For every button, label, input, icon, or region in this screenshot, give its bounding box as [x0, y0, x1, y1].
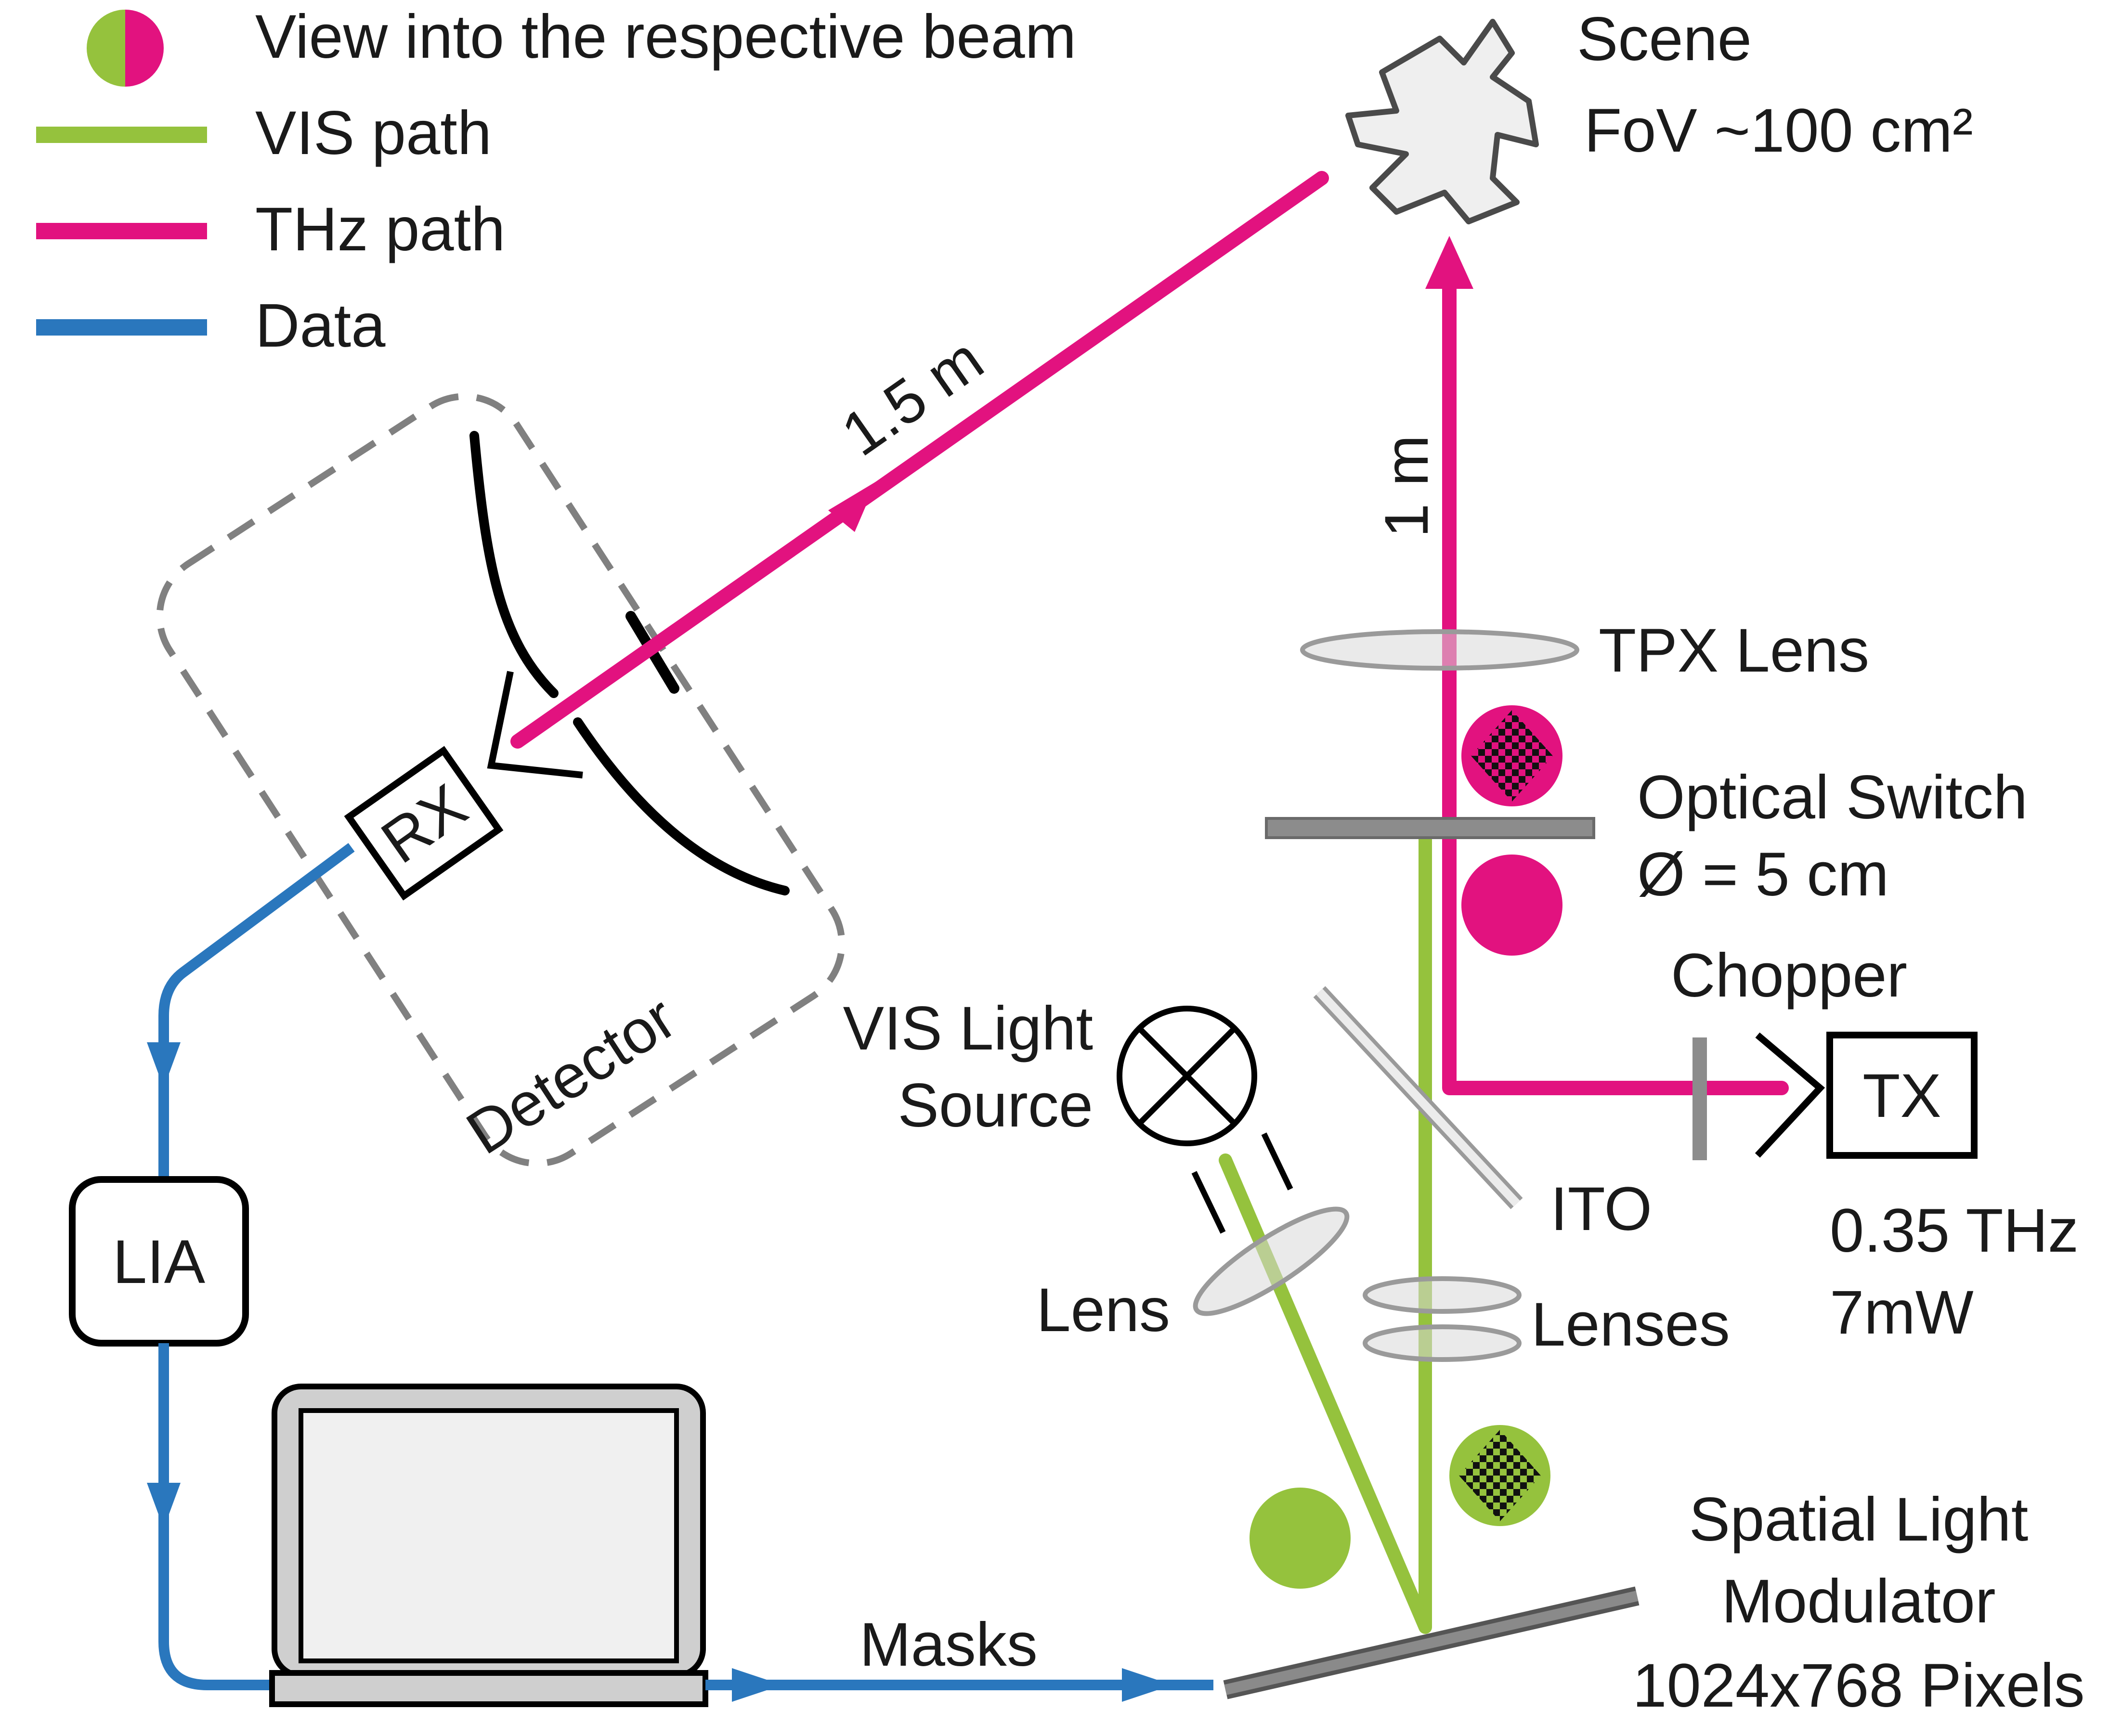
- parabolic-mirror-lower: [573, 717, 790, 895]
- lia-label: LIA: [113, 1228, 206, 1296]
- rx-module: RX: [344, 671, 583, 901]
- legend-data-label: Data: [255, 291, 386, 360]
- tpx-lens-label: TPX Lens: [1599, 616, 1869, 685]
- data-arrowhead-to-laptop: [147, 1483, 181, 1529]
- data-arrowhead-2: [1122, 1668, 1172, 1702]
- slm-label-line2: Modulator: [1721, 1567, 1995, 1636]
- ito-label: ITO: [1550, 1175, 1652, 1244]
- relay-lens-1: [1363, 1276, 1522, 1314]
- vis-light-source-label-line2: Source: [898, 1071, 1093, 1140]
- thz-arrowhead-to-scene: [1425, 236, 1473, 289]
- legend-vis-label: VIS path: [255, 99, 492, 168]
- lia-box: LIA: [69, 1176, 249, 1347]
- detector-housing: [156, 393, 846, 1167]
- source-lens: [1193, 1206, 1350, 1316]
- slm-label-line1: Spatial Light: [1689, 1485, 2029, 1554]
- optical-switch-label: Optical Switch: [1637, 763, 2028, 832]
- data-arrowhead-to-lia: [147, 1042, 181, 1088]
- laptop-icon: [269, 1384, 708, 1707]
- data-path-rx-to-lia: [158, 843, 355, 1179]
- scene-label: Scene: [1577, 5, 1752, 74]
- lenses-label: Lenses: [1531, 1290, 1730, 1359]
- tx-label: TX: [1862, 1062, 1941, 1130]
- detector-label: Detector: [455, 983, 688, 1167]
- scene-object: [1345, 19, 1539, 224]
- ito-plate-inner: [1316, 988, 1520, 1207]
- data-arrowhead-1: [732, 1668, 782, 1702]
- distance-scene-rx-label: 1.5 m: [830, 324, 995, 469]
- distance-vertical-label: 1 m: [1372, 435, 1441, 537]
- slm-surface: [1224, 1591, 1639, 1695]
- legend-view-label: View into the respective beam: [255, 2, 1076, 71]
- data-path-lia-to-laptop: [158, 1343, 270, 1690]
- vis-beam-masked-view: [1449, 1425, 1550, 1526]
- fov-label: FoV ~100 cm²: [1584, 96, 1973, 165]
- slm-label-line3: 1024x768 Pixels: [1632, 1651, 2084, 1720]
- legend-thz-label: THz path: [255, 195, 505, 264]
- view-beam-legend-icon: [87, 10, 164, 87]
- vis-light-source: [1117, 1006, 1293, 1234]
- vis-beam-view: [1250, 1488, 1351, 1589]
- thz-beam-masked-view: [1461, 705, 1562, 806]
- optical-switch-diameter-label: Ø = 5 cm: [1637, 840, 1889, 909]
- thz-beam-view: [1461, 855, 1562, 956]
- lens-label: Lens: [1036, 1276, 1170, 1345]
- relay-lens-2: [1363, 1324, 1522, 1362]
- thz-path-to-rx: [510, 171, 1329, 749]
- parabolic-mirror: [469, 431, 559, 698]
- tx-power-label: 7mW: [1830, 1278, 1974, 1347]
- legend: View into the respective beam VIS path T…: [36, 2, 1076, 360]
- tx-module: TX: [1755, 1032, 1978, 1159]
- masks-label: Masks: [859, 1610, 1038, 1679]
- tx-frequency-label: 0.35 THz: [1830, 1196, 2079, 1265]
- optical-switch: [1265, 817, 1595, 839]
- thz-arrowhead-to-rx: [828, 481, 876, 532]
- vis-light-source-label-line1: VIS Light: [843, 994, 1093, 1063]
- vis-path-from-source: [1219, 1153, 1432, 1634]
- chopper-label: Chopper: [1671, 941, 1907, 1010]
- tpx-lens: [1300, 629, 1579, 671]
